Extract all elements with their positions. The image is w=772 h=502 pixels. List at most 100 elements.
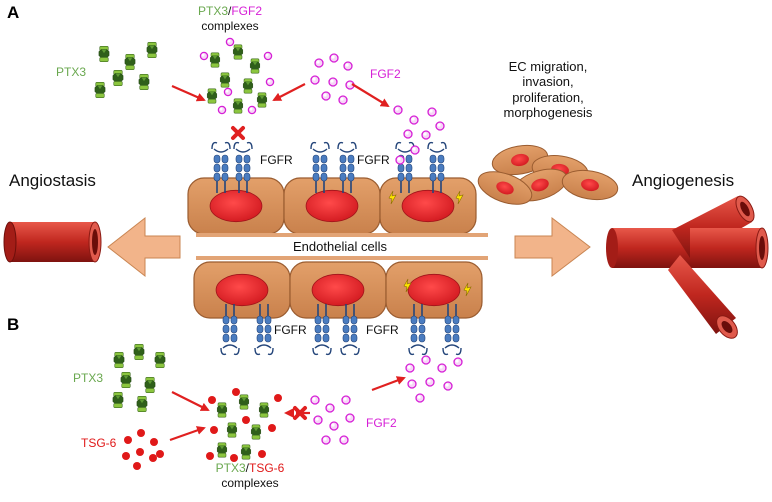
ptx3-molecule-icon — [258, 402, 270, 418]
ptx3-fgf2-complex-label: PTX3/FGF2 — [185, 4, 275, 18]
fgf2-dot-icon — [435, 121, 445, 131]
fgf2-dot-icon — [217, 105, 227, 115]
fgf2-dot-icon — [329, 421, 339, 431]
complexes-label-top: complexes — [201, 19, 259, 33]
fgf2-label-top: FGF2 — [370, 67, 401, 81]
arrow-fgf2-to-receptor — [351, 83, 390, 108]
fgfr-receptor-icon — [312, 304, 332, 356]
endothelial-cell — [187, 177, 285, 235]
tsg6-dot-icon — [150, 438, 158, 446]
ptx3-molecule-icon — [232, 44, 244, 60]
ptx3-molecule-icon — [216, 402, 228, 418]
endothelial-cell — [289, 261, 387, 319]
ec-response-label: EC migration, invasion, proliferation, m… — [478, 59, 618, 120]
red-arrowhead — [284, 408, 294, 418]
migrating-cell — [477, 171, 533, 205]
ptx3-molecule-icon — [138, 74, 150, 90]
fgfr-receptor-icon — [254, 304, 274, 356]
fgf2-dot-icon — [338, 95, 348, 105]
fgf2-dot-icon — [421, 355, 431, 365]
tsg6-dot-icon — [258, 450, 266, 458]
ptx3-molecule-icon — [120, 372, 132, 388]
angiostasis-label: Angiostasis — [9, 171, 96, 190]
fgf2-dot-icon — [339, 435, 349, 445]
tsg6-dot-icon — [274, 394, 282, 402]
fgfr-label-top-right: FGFR — [357, 153, 390, 167]
tsg6-dot-icon — [208, 396, 216, 404]
membrane-line — [196, 256, 488, 260]
tsg6-dot-icon — [268, 424, 276, 432]
ptx3-molecule-icon — [112, 392, 124, 408]
fgf2-dot-icon — [310, 75, 320, 85]
fgf2-dot-icon — [199, 51, 209, 61]
ptx3-molecule-icon — [226, 422, 238, 438]
fgf2-dot-icon — [427, 107, 437, 117]
ec-line-3: proliferation, — [512, 89, 584, 105]
ec-line-4: morphogenesis — [503, 104, 593, 120]
fgf2-dot-icon — [393, 105, 403, 115]
complex-tsg6-text: TSG-6 — [249, 461, 285, 475]
endothelial-cells-label: Endothelial cells — [293, 239, 387, 254]
ptx3-molecule-icon — [242, 78, 254, 94]
ptx3-molecule-icon — [238, 394, 250, 410]
fgf2-dot-icon — [223, 87, 233, 97]
fgf2-dot-icon — [328, 77, 338, 87]
tsg6-dot-icon — [124, 436, 132, 444]
arrow-tsg6-to-complex — [169, 426, 206, 442]
ptx3-molecule-icon — [209, 52, 221, 68]
endothelial-cell — [385, 261, 483, 319]
fgfr-receptor-icon — [220, 304, 240, 356]
fgfr-receptor-icon — [427, 141, 447, 193]
fgf2-dot-icon — [437, 363, 447, 373]
angiogenesis-label: Angiogenesis — [632, 171, 735, 190]
fgf2-dot-icon — [443, 381, 453, 391]
fgfr-receptor-icon — [337, 141, 357, 193]
fgf2-dot-icon — [263, 51, 273, 61]
ec-line-2: invasion, — [522, 74, 574, 90]
ptx3-molecule-icon — [146, 42, 158, 58]
complex-ptx3-text: PTX3 — [197, 4, 228, 18]
fgf2-dot-icon — [345, 413, 355, 423]
panel-label-b: B — [7, 315, 20, 334]
tsg6-dot-icon — [210, 426, 218, 434]
ptx3-molecule-icon — [113, 352, 125, 368]
complexes-label-bottom: complexes — [221, 476, 279, 490]
fgfr-receptor-icon — [340, 304, 360, 356]
signal-bolt-icon — [455, 190, 464, 205]
ptx3-molecule-icon — [124, 54, 136, 70]
tsg6-dot-icon — [232, 388, 240, 396]
ptx3-molecule-icon — [144, 377, 156, 393]
fgf2-dot-icon — [403, 129, 413, 139]
ptx3-molecule-icon — [250, 424, 262, 440]
fgfr-receptor-icon — [408, 304, 428, 356]
fgf2-dot-icon — [321, 435, 331, 445]
tsg6-dot-icon — [206, 452, 214, 460]
fgf2-dot-icon — [421, 130, 431, 140]
fgf2-dot-icon — [425, 377, 435, 387]
complex-separator-bottom: / — [245, 461, 249, 475]
ptx3-molecule-icon — [216, 442, 228, 458]
fgf2-dot-icon — [310, 395, 320, 405]
ptx3-label-bottom: PTX3 — [73, 371, 104, 385]
arrow-fgf2-to-complex-top — [272, 83, 306, 101]
fgfr-receptor-icon — [442, 304, 462, 356]
complex-ptx3-text-bottom: PTX3 — [215, 461, 246, 475]
ptx3-molecule-icon — [249, 58, 261, 74]
arrow-ptx3-to-complex-top — [171, 84, 206, 102]
tsg6-dot-icon — [122, 452, 130, 460]
fgfr-receptor-icon — [211, 141, 231, 193]
fgf2-dot-icon — [314, 58, 324, 68]
fgf2-dot-icon — [247, 105, 257, 115]
signal-bolt-icon — [463, 282, 472, 297]
panel-label-a: A — [7, 3, 20, 22]
fgf2-dot-icon — [410, 145, 420, 155]
right-big-arrow — [514, 216, 591, 278]
fgfr-label-bottom-left: FGFR — [274, 323, 307, 337]
ptx3-label-top: PTX3 — [56, 65, 87, 79]
fgf2-dot-icon — [415, 393, 425, 403]
signal-bolt-icon — [388, 190, 397, 205]
tsg6-dot-icon — [133, 462, 141, 470]
fgf2-dot-icon — [325, 403, 335, 413]
fgf2-dot-icon — [341, 395, 351, 405]
